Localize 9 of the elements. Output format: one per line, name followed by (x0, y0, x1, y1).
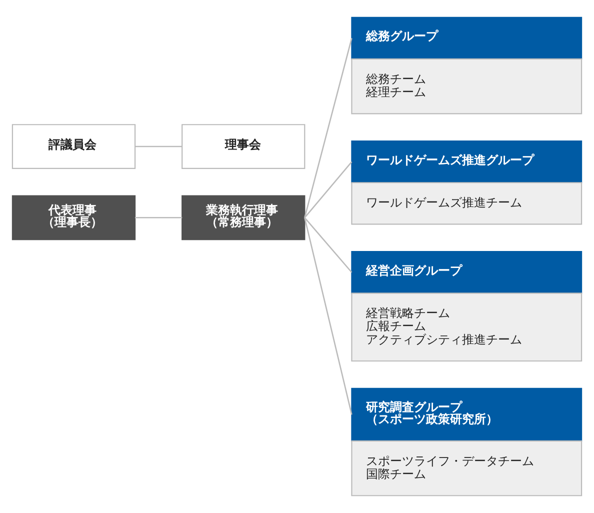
connector (304, 218, 352, 415)
connector (304, 161, 352, 218)
connector (304, 38, 352, 218)
node-box: 評議員会 (12, 124, 136, 169)
connector (135, 217, 182, 218)
node-box: 理事会 (182, 124, 306, 169)
node-box: 代表理事（理事長） (12, 195, 136, 240)
connector (135, 146, 182, 148)
node-box: 業務執行理事（常務理事） (182, 195, 306, 240)
